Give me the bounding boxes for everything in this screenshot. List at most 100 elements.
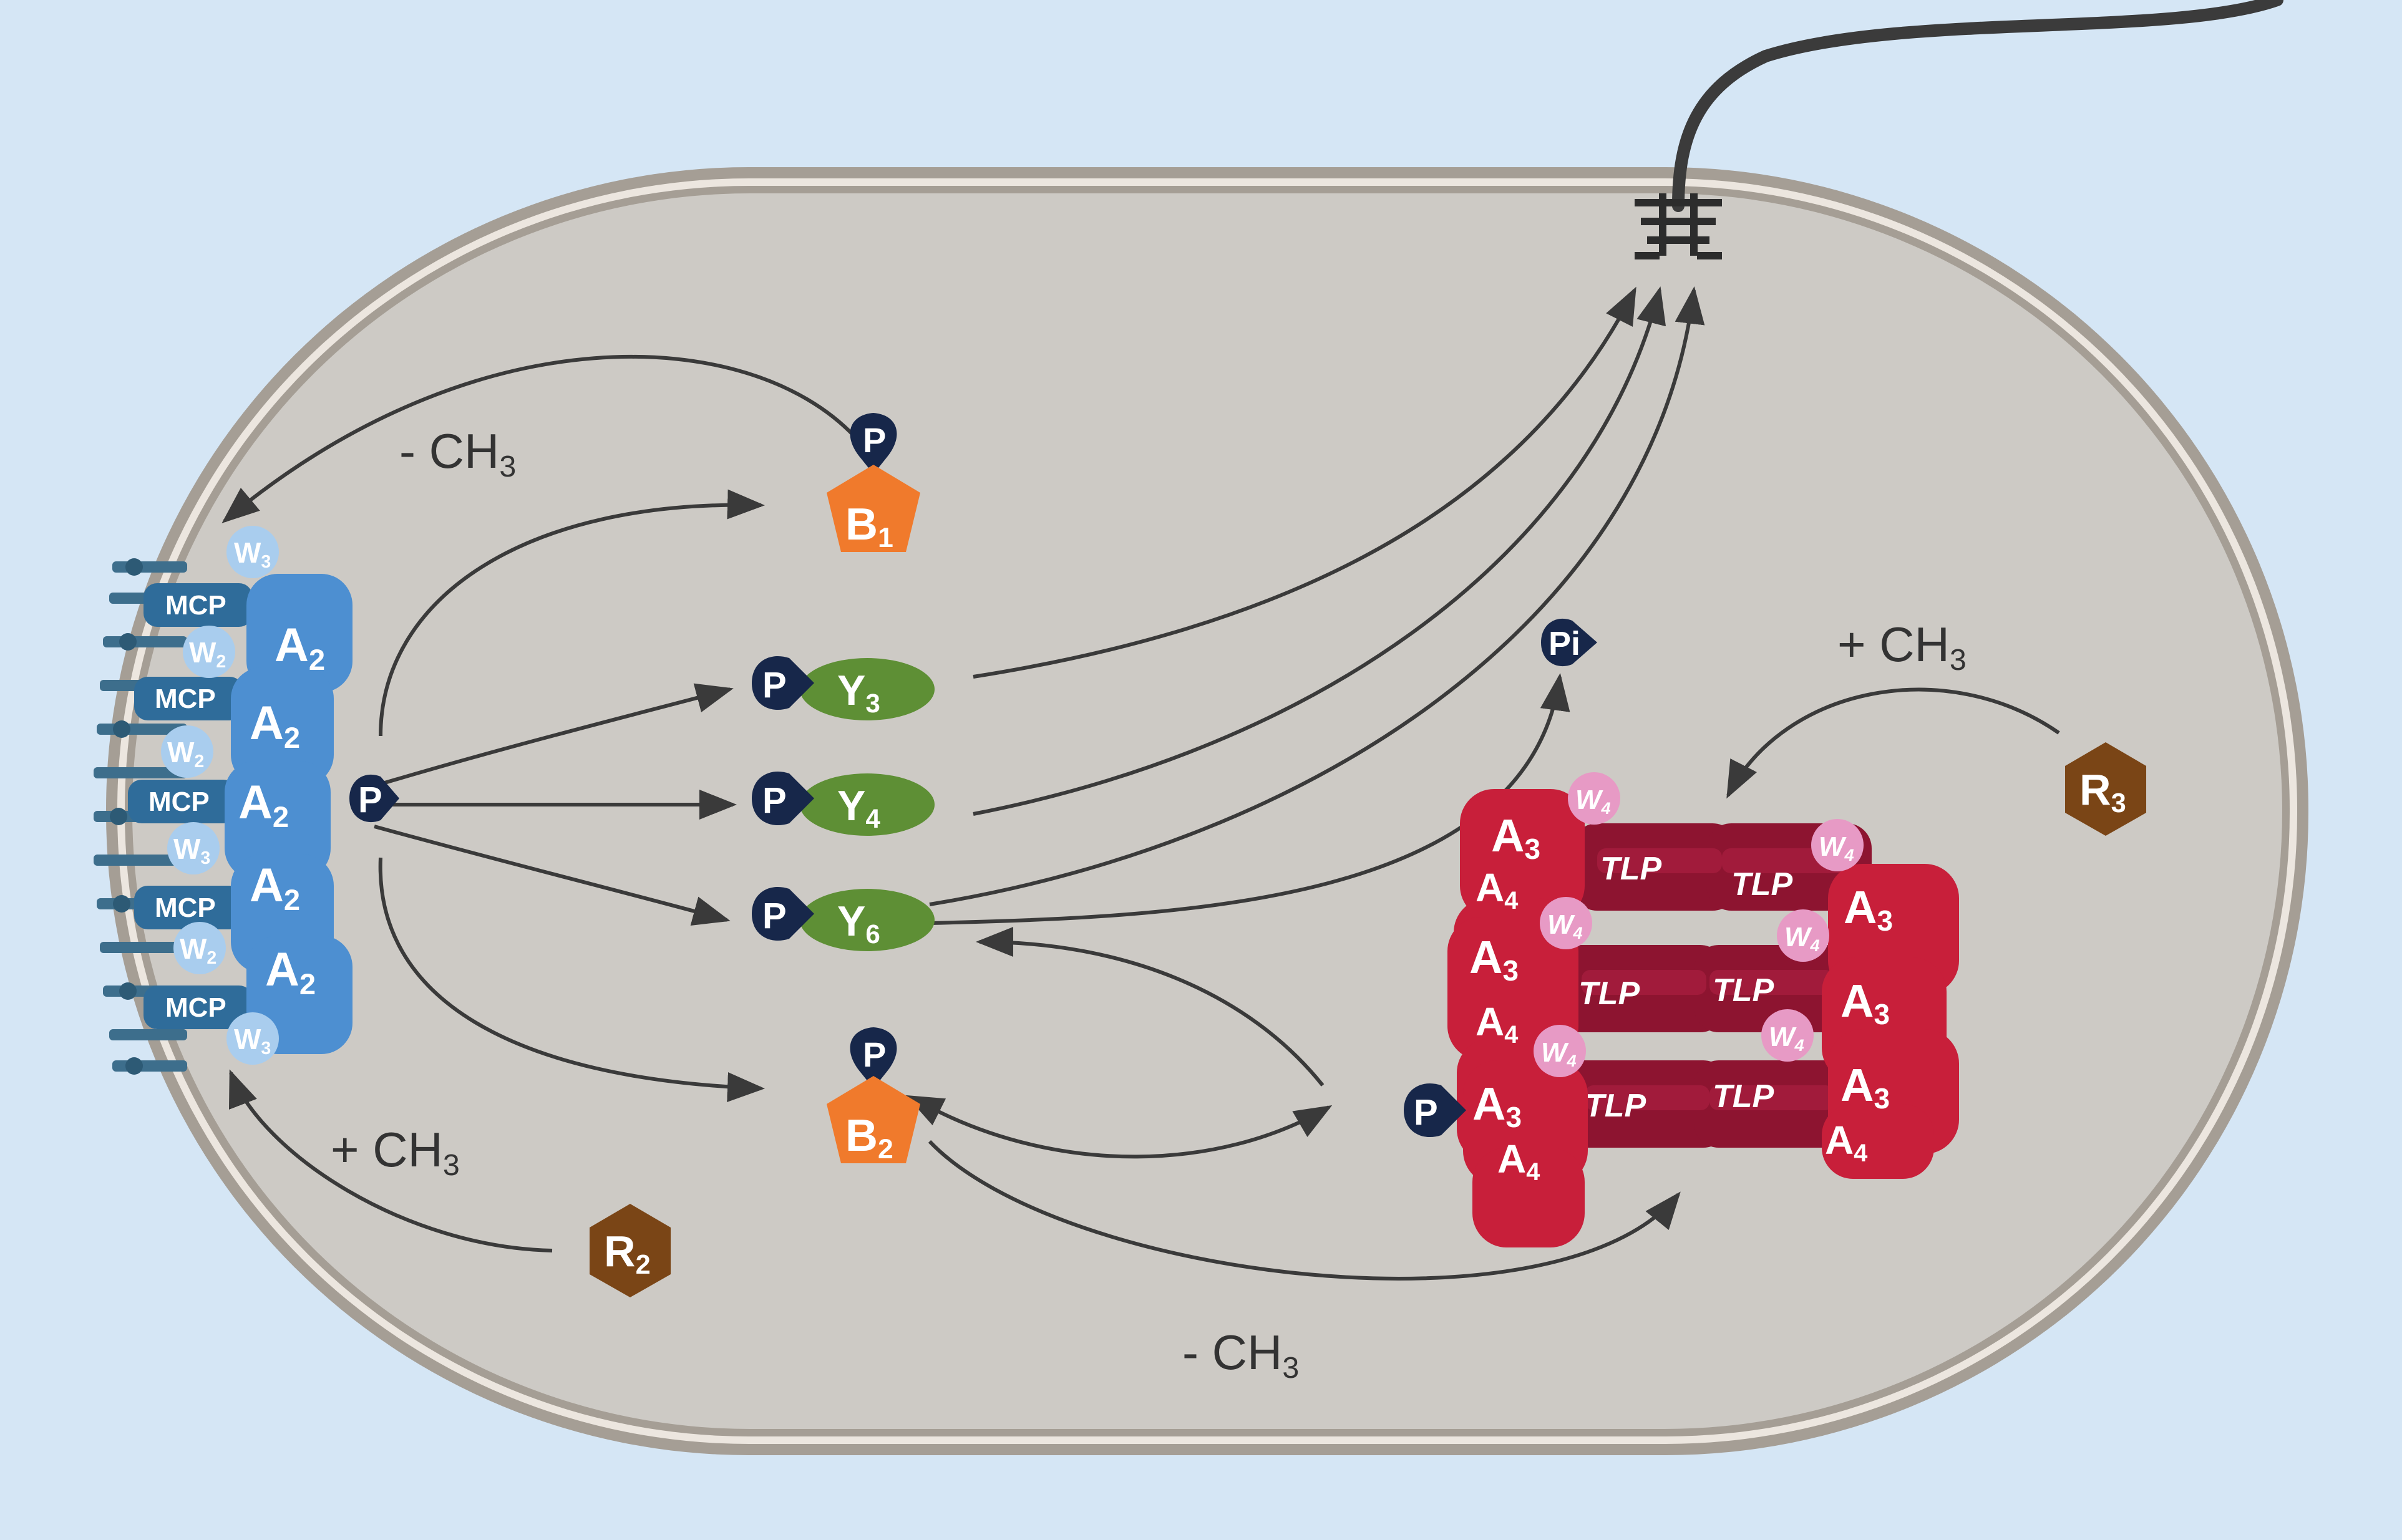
w-protein-4 bbox=[167, 822, 220, 874]
svg-text:A3: A3 bbox=[1491, 810, 1540, 865]
label-minus-ch3-bottom: - CH3 bbox=[1182, 1325, 1299, 1385]
w4-protein-5 bbox=[1534, 1025, 1586, 1077]
inorganic-phosphate: Pi bbox=[1541, 618, 1597, 667]
svg-text:A3: A3 bbox=[1844, 881, 1893, 937]
cheb2-pentagon bbox=[827, 1076, 920, 1163]
arrow-y6-to-pi bbox=[929, 673, 1570, 925]
mcp-label-1: MCP bbox=[165, 590, 226, 621]
cytoplasmic-chemoreceptor-array: TLP TLP TLP TLP TLP TLP A3 A4 A3 A4 bbox=[1404, 772, 1959, 1247]
tlp-label-4: TLP bbox=[1713, 972, 1774, 1009]
arrow-r2-to-mcp bbox=[229, 1069, 553, 1252]
svg-text:R2: R2 bbox=[604, 1227, 651, 1280]
tlp-label-5: TLP bbox=[1585, 1088, 1646, 1124]
svg-text:P: P bbox=[762, 780, 787, 821]
cher3: R3 bbox=[2065, 742, 2146, 836]
chey4-phosphate bbox=[752, 771, 814, 826]
svg-text:Pi: Pi bbox=[1549, 625, 1580, 662]
svg-text:B2: B2 bbox=[845, 1111, 893, 1165]
a2-label-2: A2 bbox=[250, 697, 300, 754]
flagellum bbox=[1635, 0, 2283, 259]
chey6: P Y6 bbox=[752, 886, 935, 951]
tlp-label-1: TLP bbox=[1600, 851, 1662, 887]
svg-text:W4: W4 bbox=[1547, 909, 1583, 942]
arrow-b2-to-tlp bbox=[928, 1140, 1681, 1281]
flagellar-motor-icon bbox=[1635, 193, 1722, 259]
w4-protein-3 bbox=[1540, 897, 1592, 949]
tlp-label-2: TLP bbox=[1731, 866, 1793, 903]
w-protein-3 bbox=[161, 725, 213, 778]
arrow-y3-to-motor bbox=[973, 286, 1636, 679]
tlp-label-3: TLP bbox=[1578, 976, 1640, 1012]
mcp-body-2 bbox=[134, 677, 243, 720]
arrow-b1-to-mcp bbox=[221, 355, 857, 523]
svg-text:P: P bbox=[1414, 1092, 1438, 1133]
svg-text:P: P bbox=[762, 665, 787, 705]
cher2: R2 bbox=[590, 1204, 671, 1297]
mcp-body-3 bbox=[128, 780, 237, 823]
w4-protein-6 bbox=[1761, 1009, 1814, 1062]
svg-text:W4: W4 bbox=[1784, 922, 1820, 955]
a2-label-4: A2 bbox=[250, 859, 300, 916]
svg-text:W4: W4 bbox=[1575, 785, 1611, 818]
cheb2: P B2 bbox=[827, 1027, 920, 1165]
arrow-a3-to-y6 bbox=[976, 927, 1325, 1087]
w-label-6: W3 bbox=[234, 1023, 271, 1058]
cheb2-phosphate bbox=[850, 1027, 897, 1088]
mcp-label-5: MCP bbox=[165, 992, 226, 1023]
cheb1-phosphate bbox=[850, 413, 897, 474]
svg-text:P: P bbox=[358, 780, 382, 820]
svg-text:P: P bbox=[762, 896, 787, 936]
cytoplasm bbox=[132, 193, 2282, 1429]
svg-text:A4: A4 bbox=[1476, 865, 1518, 914]
arrow-b2-a3-bidirectional bbox=[905, 1095, 1333, 1159]
svg-text:W4: W4 bbox=[1819, 831, 1854, 864]
svg-text:W4: W4 bbox=[1541, 1037, 1577, 1070]
svg-text:A4: A4 bbox=[1497, 1136, 1540, 1186]
mcp-label-4: MCP bbox=[155, 893, 216, 923]
w-label-5: W2 bbox=[180, 932, 216, 968]
svg-text:A3: A3 bbox=[1840, 975, 1890, 1030]
chey3-phosphate bbox=[752, 656, 814, 710]
w-label-3: W2 bbox=[167, 736, 204, 772]
w-protein-5 bbox=[173, 922, 226, 974]
mcp-label-2: MCP bbox=[155, 684, 216, 714]
svg-text:Y3: Y3 bbox=[837, 667, 880, 718]
cheb1-pentagon bbox=[827, 465, 920, 552]
w-label-1: W3 bbox=[234, 536, 271, 572]
a2-label-1: A2 bbox=[275, 619, 325, 676]
arrow-y6-to-motor-a bbox=[929, 286, 1705, 906]
mcp-body-5 bbox=[143, 986, 253, 1029]
a2-label-3: A2 bbox=[238, 776, 289, 833]
svg-text:A3: A3 bbox=[1472, 1078, 1522, 1133]
svg-text:P: P bbox=[863, 1035, 886, 1074]
svg-text:A3: A3 bbox=[1469, 931, 1519, 987]
a3-phosphate: P bbox=[1404, 1083, 1466, 1138]
mcp-body-4 bbox=[134, 886, 243, 929]
svg-text:A4: A4 bbox=[1476, 999, 1518, 1048]
arrow-a2-to-b2 bbox=[378, 857, 765, 1102]
w-protein-1 bbox=[226, 526, 279, 578]
svg-text:A4: A4 bbox=[1825, 1118, 1867, 1167]
a2-label-5: A2 bbox=[265, 943, 316, 1000]
svg-text:Y4: Y4 bbox=[837, 782, 880, 833]
chey4: P Y4 bbox=[752, 771, 935, 836]
mcp-label-3: MCP bbox=[148, 787, 210, 817]
w4-protein-2 bbox=[1811, 819, 1864, 871]
svg-text:W4: W4 bbox=[1769, 1022, 1804, 1055]
svg-text:P: P bbox=[863, 420, 886, 460]
tlp-label-6: TLP bbox=[1713, 1078, 1774, 1115]
arrow-r3-to-a3 bbox=[1726, 687, 2060, 799]
w-label-2: W2 bbox=[189, 636, 226, 672]
w4-protein-1 bbox=[1568, 772, 1620, 825]
w-protein-6 bbox=[226, 1012, 279, 1065]
polar-chemoreceptor-array: MCP MCP MCP MCP MCP A2 A2 A2 A2 A2 bbox=[94, 526, 399, 1075]
w-label-4: W3 bbox=[173, 833, 210, 868]
chey3: P Y3 bbox=[752, 656, 935, 720]
a2-phosphate: P bbox=[349, 774, 399, 823]
label-plus-ch3-right: + CH3 bbox=[1837, 617, 1967, 677]
signaling-arrows bbox=[221, 286, 2060, 1281]
arrow-a2-to-y6 bbox=[374, 825, 731, 926]
mcp-body-1 bbox=[143, 583, 253, 627]
w-protein-2 bbox=[183, 626, 235, 678]
